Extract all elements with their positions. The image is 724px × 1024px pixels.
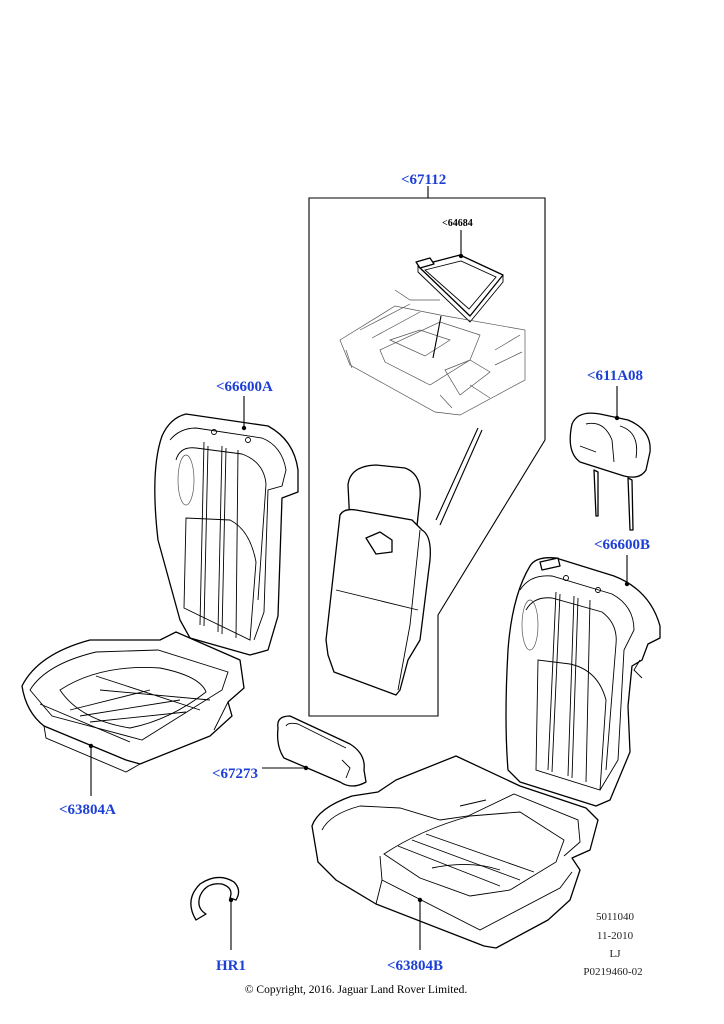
inset-frame-67112 — [308, 186, 546, 717]
storage-tray-part — [415, 254, 504, 323]
seat-cushion-63804B — [311, 755, 599, 949]
seat-back-66600B — [505, 557, 661, 807]
callout-67273[interactable]: <67273 — [212, 766, 258, 782]
callout-67112[interactable]: <67112 — [401, 172, 446, 188]
callout-63804A[interactable]: <63804A — [59, 802, 116, 818]
armrest-pad-67273 — [276, 715, 367, 787]
hog-ring-hr1 — [190, 876, 240, 921]
callout-66600A[interactable]: <66600A — [216, 379, 273, 395]
callout-611A08[interactable]: <611A08 — [587, 368, 643, 384]
seat-back-66600A — [154, 413, 299, 656]
callout-hr1[interactable]: HR1 — [216, 958, 246, 974]
callout-64684[interactable]: <64684 — [442, 218, 473, 229]
drawing-model-code: LJ — [610, 948, 622, 960]
console-housing-sketch — [339, 289, 526, 416]
callout-66600B[interactable]: <66600B — [594, 537, 650, 553]
drawing-reference: P0219460-02 — [583, 966, 642, 978]
headrest-611A08 — [569, 412, 651, 531]
drawing-date: 11-2010 — [597, 930, 634, 942]
seat-cushion-63804A — [21, 631, 245, 773]
copyright-notice: © Copyright, 2016. Jaguar Land Rover Lim… — [245, 984, 468, 996]
drawing-number: 5011040 — [596, 911, 635, 923]
leader-lines — [88, 230, 630, 950]
callout-63804B[interactable]: <63804B — [387, 958, 443, 974]
seat-back-inset — [325, 427, 483, 696]
drawing-info-block: 5011040 11-2010 LJ P0219460-02 — [583, 911, 642, 978]
